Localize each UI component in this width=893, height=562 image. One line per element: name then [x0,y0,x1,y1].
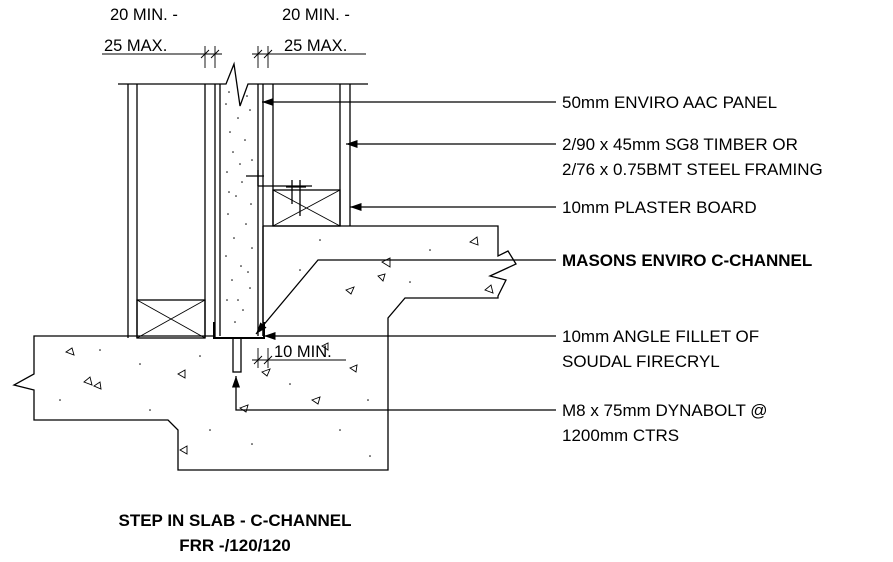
dimension-left: 20 MIN. - 25 MAX. [102,6,222,68]
dimension-right: 20 MIN. - 25 MAX. [252,6,366,68]
concrete-dots [59,239,431,457]
dim-left-max: 25 MAX. [104,37,167,55]
title-line-1: STEP IN SLAB - C-CHANNEL [119,511,352,530]
dim-right-max: 25 MAX. [284,37,347,55]
label-c-channel: MASONS ENVIRO C-CHANNEL [562,251,812,270]
upper-slab [12,225,517,471]
label-dynabolt-1: M8 x 75mm DYNABOLT @ [562,401,768,420]
dim-right-min: 20 MIN. - [282,6,350,24]
title-line-2: FRR -/120/120 [179,536,291,555]
leader-lines [231,97,556,411]
label-framing-2: 2/76 x 0.75BMT STEEL FRAMING [562,160,823,179]
concrete-aggregate [65,236,494,455]
label-framing-1: 2/90 x 45mm SG8 TIMBER OR [562,135,798,154]
aac-texture [225,91,253,323]
dynabolt [232,337,242,373]
label-aac-panel: 50mm ENVIRO AAC PANEL [562,93,777,112]
right-stud-wall [262,84,351,336]
dim-left-min: 20 MIN. - [110,6,178,24]
label-fillet-2: SOUDAL FIRECRYL [562,352,720,371]
left-stud-wall [127,84,216,339]
fixing-bracket [246,170,312,216]
dim-bottom-min: 10 MIN. [274,343,332,361]
c-channel [213,322,265,339]
dimension-bottom: 10 MIN. [252,343,346,368]
label-dynabolt-2: 1200mm CTRS [562,426,679,445]
drawing-title: STEP IN SLAB - C-CHANNEL FRR -/120/120 [119,511,352,555]
callout-labels: 50mm ENVIRO AAC PANEL 2/90 x 45mm SG8 TI… [562,93,823,445]
label-plaster: 10mm PLASTER BOARD [562,198,757,217]
label-fillet-1: 10mm ANGLE FILLET OF [562,327,759,346]
top-break-line [118,61,368,107]
aac-panel [219,84,259,336]
